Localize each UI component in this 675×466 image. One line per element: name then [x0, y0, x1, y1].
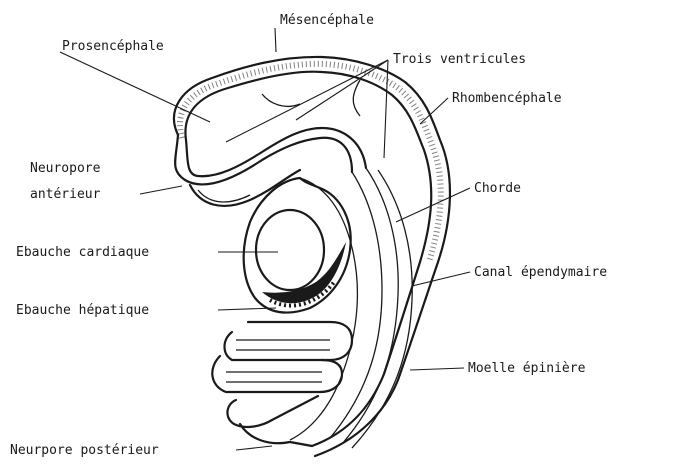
- wall-texture: [180, 64, 441, 262]
- ebauche-hepatique-shape: [262, 242, 346, 303]
- brain-vesicles: [174, 57, 450, 456]
- gut-loop-lower: [227, 396, 318, 427]
- moelle-line-1: [352, 170, 412, 448]
- leader-mesencephale: [275, 28, 276, 52]
- gut-loop-upper-inner: [236, 340, 330, 350]
- label-ebauche-hepatique: Ebauche hépatique: [16, 303, 149, 318]
- label-trois-ventricules: Trois ventricules: [393, 52, 526, 67]
- heart-liver-region: [244, 178, 351, 313]
- leader-neuropore-anterieur: [140, 186, 182, 194]
- label-neuropore-anterieur-1: Neuropore: [30, 161, 101, 176]
- label-canal-ependymaire: Canal épendymaire: [474, 265, 607, 280]
- cephalic-fold-inner: [198, 190, 250, 202]
- gut-loops: [212, 322, 352, 446]
- ventricle-divider-2: [353, 80, 360, 116]
- ventricle-divider-1: [262, 94, 300, 106]
- ebauche-cardiaque-shape: [256, 210, 324, 290]
- label-neuropore-anterieur-2: antérieur: [30, 187, 101, 202]
- label-moelle-epiniere: Moelle épinière: [468, 361, 586, 376]
- leader-canal-ependymaire: [412, 272, 470, 286]
- leader-ventricule-3: [384, 60, 388, 158]
- gut-loop-middle-inner: [226, 372, 322, 382]
- gut-loop-middle: [212, 356, 342, 392]
- gut-loop-upper: [225, 322, 353, 360]
- label-rhombencephale: Rhombencéphale: [452, 91, 562, 106]
- label-chorde: Chorde: [474, 181, 521, 196]
- label-mesencephale: Mésencéphale: [280, 13, 374, 28]
- label-neuropore-posterieur: Neurpore postérieur: [10, 443, 159, 458]
- chorde-line: [330, 172, 382, 438]
- leader-prosencephale: [60, 52, 210, 122]
- leader-moelle-epiniere: [410, 368, 464, 370]
- leader-lines: [60, 28, 470, 450]
- label-prosencephale: Prosencéphale: [62, 39, 164, 54]
- leader-neuropore-posterieur: [236, 446, 272, 450]
- leader-chorde: [396, 188, 470, 222]
- label-ebauche-cardiaque: Ebauche cardiaque: [16, 245, 149, 260]
